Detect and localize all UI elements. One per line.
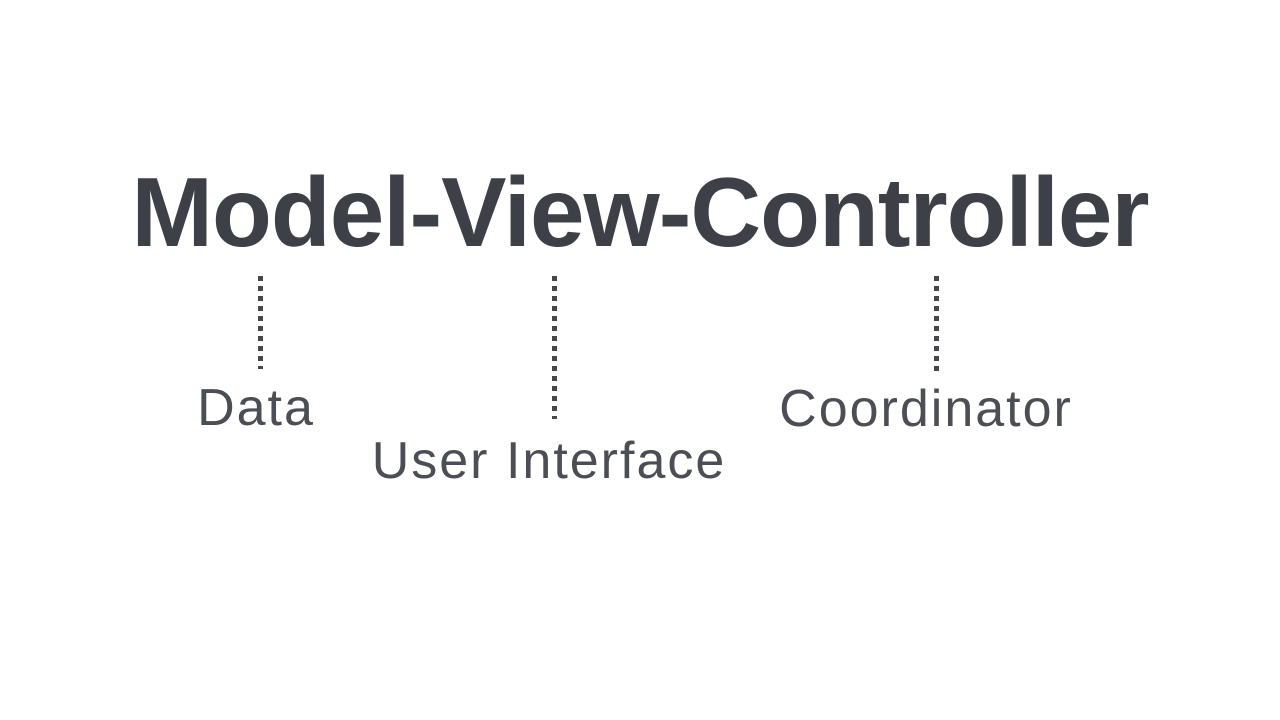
label-model-data: Data (197, 379, 315, 437)
dotted-connector-controller (934, 276, 939, 372)
label-view-user-interface: User Interface (371, 432, 727, 490)
dotted-connector-model (258, 276, 263, 369)
page-title: Model-View-Controller (131, 157, 1149, 267)
dotted-connector-view (552, 276, 557, 419)
label-controller-coordinator: Coordinator (779, 380, 1073, 438)
